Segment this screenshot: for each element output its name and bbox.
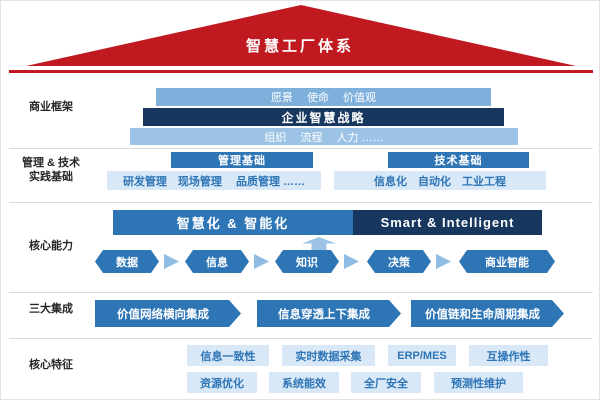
- feature-system-efficiency: 系统能效: [269, 372, 339, 393]
- row-label-integration: 三大集成: [29, 303, 73, 315]
- integration-lifecycle: 价值链和生命周期集成: [411, 300, 564, 327]
- flow-arrow-icon: [436, 254, 451, 269]
- feature-realtime-data: 实时数据采集: [282, 345, 375, 366]
- row-label-foundation-line2: 实践基础: [29, 171, 73, 183]
- flow-arrow-icon: [344, 254, 359, 269]
- section-divider: [9, 338, 593, 339]
- section-divider: [9, 148, 593, 149]
- row-label-capability: 核心能力: [29, 240, 73, 252]
- section-divider: [9, 202, 593, 203]
- up-arrow-icon: [302, 237, 336, 250]
- flow-step-information: 信息: [185, 250, 249, 273]
- row-label-features: 核心特征: [29, 359, 73, 371]
- business-bar-vision: 愿景 使命 价值观: [156, 88, 491, 106]
- feature-interoperability: 互操作性: [469, 345, 548, 366]
- foundation-header-management: 管理基础: [171, 152, 313, 168]
- feature-consistency: 信息一致性: [187, 345, 269, 366]
- business-bar-org: 组织 流程 人力 ……: [130, 128, 518, 145]
- roof-baseline: [9, 70, 593, 73]
- capability-banner-cn: 智慧化 & 智能化: [113, 210, 353, 235]
- flow-step-knowledge: 知识: [275, 250, 339, 273]
- foundation-header-technology: 技术基础: [388, 152, 529, 168]
- feature-erp-mes: ERP/MES: [388, 345, 456, 366]
- flow-step-data: 数据: [95, 250, 159, 273]
- feature-predictive-maintenance: 预测性维护: [434, 372, 523, 393]
- row-label-business: 商业框架: [29, 101, 73, 113]
- flow-arrow-icon: [254, 254, 269, 269]
- section-divider: [9, 292, 593, 293]
- integration-vertical: 信息穿透上下集成: [257, 300, 401, 327]
- foundation-content-technology: 信息化 自动化 工业工程: [334, 171, 546, 190]
- flow-step-bi: 商业智能: [459, 250, 555, 273]
- feature-resource-optimization: 资源优化: [187, 372, 257, 393]
- flow-arrow-icon: [164, 254, 179, 269]
- flow-step-decision: 决策: [367, 250, 431, 273]
- business-bar-strategy: 企业智慧战略: [143, 108, 504, 126]
- diagram-title: 智慧工厂体系: [245, 38, 354, 55]
- capability-banner-en: Smart & Intelligent: [353, 210, 542, 235]
- feature-plant-safety: 全厂安全: [351, 372, 421, 393]
- row-label-foundation-line1: 管理 & 技术: [21, 157, 81, 169]
- foundation-content-management: 研发管理 现场管理 品质管理 ……: [107, 171, 321, 190]
- integration-horizontal: 价值网络横向集成: [95, 300, 241, 327]
